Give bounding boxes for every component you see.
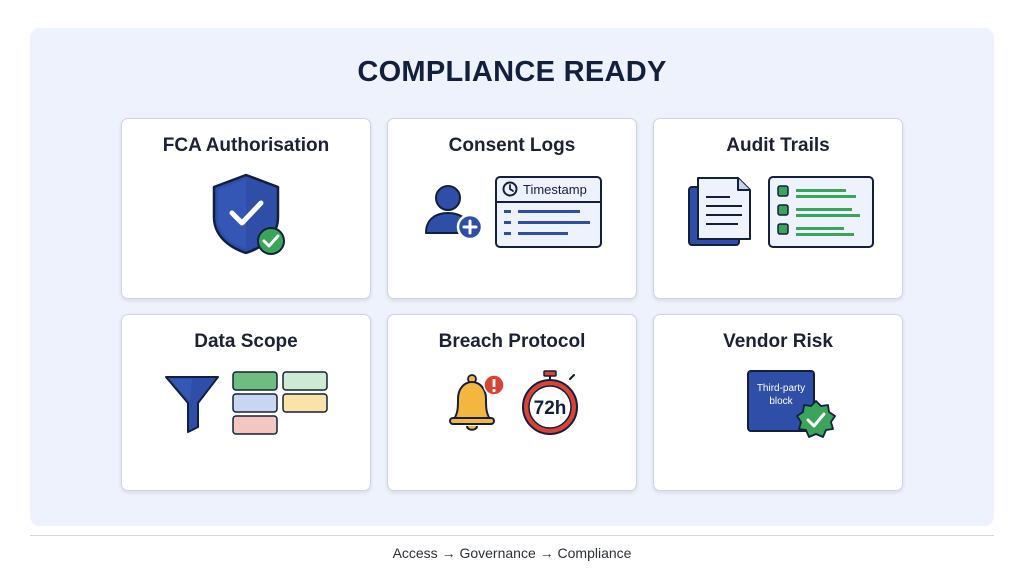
bell-alert-icon: [449, 374, 505, 431]
filter-icon: [165, 376, 219, 433]
block-label-line2: block: [769, 396, 793, 407]
card-vendor-risk: Vendor Risk Third-party block: [653, 314, 903, 491]
timer-label: 72h: [534, 398, 567, 419]
third-party-block-icon: Third-party block: [747, 370, 836, 438]
footer-divider: [30, 535, 994, 536]
documents-icon: [688, 177, 751, 246]
shield-check-icon: [212, 173, 285, 255]
timestamp-log-panel: Timestamp: [495, 176, 602, 248]
card-consent-logs: Consent Logs Timestamp: [387, 118, 637, 299]
card-title: Data Scope: [194, 331, 298, 352]
data-blocks-icon: [232, 371, 328, 435]
page-title: COMPLIANCE READY: [357, 56, 667, 88]
card-title: Vendor Risk: [723, 331, 833, 352]
block-label-line1: Third-party: [757, 383, 805, 394]
card-data-scope: Data Scope: [121, 314, 371, 491]
card-title: FCA Authorisation: [162, 135, 330, 156]
verified-badge-icon: [796, 400, 836, 438]
card-fca-authorisation: FCA Authorisation: [121, 118, 371, 299]
timer-icon: 72h: [522, 370, 578, 435]
card-breach-protocol: Breach Protocol 72h: [387, 314, 637, 491]
footer-caption: Access → Governance → Compliance: [392, 545, 632, 561]
user-plus-icon: [425, 185, 484, 241]
card-title: Breach Protocol: [438, 331, 586, 352]
timestamp-label: Timestamp: [523, 182, 587, 197]
card-audit-trails: Audit Trails: [653, 118, 903, 299]
card-title: Audit Trails: [726, 135, 830, 156]
checklist-icon: [768, 176, 874, 248]
card-title: Consent Logs: [448, 135, 576, 156]
